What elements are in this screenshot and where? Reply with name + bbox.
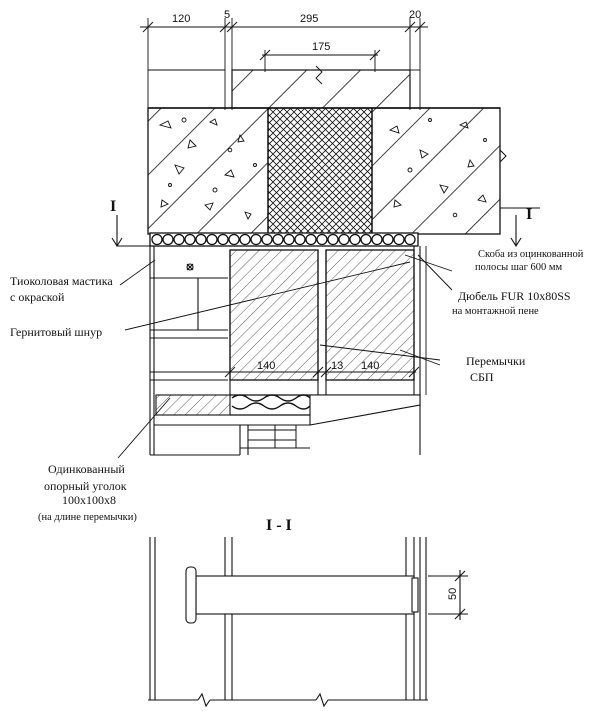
label-lintels-line1: Перемычки xyxy=(466,354,526,368)
label-cord: Гернитовый шнур xyxy=(10,325,102,339)
cord-circle xyxy=(305,233,317,246)
label-dowel-line1: Дюбель FUR 10x80SS xyxy=(458,289,571,303)
support-angle xyxy=(154,394,421,455)
label-angle-line4: (на длине перемычки) xyxy=(38,512,137,523)
cord-circle xyxy=(327,233,339,246)
label-dowel-line2: на монтажной пене xyxy=(452,306,539,317)
lintel-dimension-line xyxy=(224,366,420,378)
label-angle: Одинкованный опорный уголок 100x100x8 (н… xyxy=(38,462,137,523)
label-angle-line3: 100x100x8 xyxy=(62,493,116,507)
label-sealant: Тиоколовая мастика с окраской xyxy=(10,274,113,304)
cord-circle xyxy=(371,233,383,246)
label-lintels: Перемычки СБП xyxy=(466,354,526,384)
dim-120: 120 xyxy=(172,13,190,25)
label-dowel: Дюбель FUR 10x80SS на монтажной пене xyxy=(452,289,571,317)
cord-circle xyxy=(228,233,240,246)
inner-dimension-line xyxy=(259,49,381,72)
section-mark-right: I xyxy=(526,206,532,223)
concrete-aggregate xyxy=(158,117,487,220)
section-view xyxy=(148,537,468,708)
section-arrow-left xyxy=(111,215,150,248)
cord-circle xyxy=(338,233,350,246)
cord-circle xyxy=(404,233,416,246)
cord-circle xyxy=(195,233,207,246)
upper-wall-brick xyxy=(148,65,420,109)
dim-140-right: 140 xyxy=(361,360,379,372)
section-title: I - I xyxy=(266,517,292,534)
label-sealant-line1: Тиоколовая мастика xyxy=(10,274,113,288)
cord-circle xyxy=(261,233,273,246)
concrete-band xyxy=(147,107,540,235)
section-mark-left: I xyxy=(110,198,116,215)
insulation-core xyxy=(267,107,373,235)
label-bracket: Скоба из оцинкованной полосы шаг 600 мм xyxy=(475,249,584,273)
label-bracket-line1: Скоба из оцинкованной xyxy=(478,249,584,260)
dim-50: 50 xyxy=(447,588,459,600)
cord-circle xyxy=(173,233,185,246)
dim-5: 5 xyxy=(224,9,230,21)
cord-circle xyxy=(393,233,405,246)
cord-circle xyxy=(184,233,196,246)
cord-circle xyxy=(250,233,262,246)
lintel-blocks xyxy=(229,246,427,455)
label-bracket-line2: полосы шаг 600 мм xyxy=(475,262,563,273)
dim-175: 175 xyxy=(312,41,330,53)
section-arrow-right xyxy=(510,215,522,248)
cord-circle xyxy=(382,233,394,246)
label-lintels-line2: СБП xyxy=(470,370,494,384)
gernite-cord-strip xyxy=(149,232,419,247)
dim-140-left: 140 xyxy=(257,360,275,372)
cord-circle xyxy=(206,233,218,246)
cord-circle xyxy=(272,233,284,246)
dim-13: 13 xyxy=(331,360,343,372)
cord-circle xyxy=(151,233,163,246)
cord-circle xyxy=(162,233,174,246)
cord-circle xyxy=(349,233,361,246)
window-frame xyxy=(149,246,240,456)
cord-circle xyxy=(283,233,295,246)
top-dimension-line xyxy=(140,18,428,110)
leader-lines xyxy=(117,254,453,459)
cord-circle xyxy=(217,233,229,246)
cord-circle xyxy=(316,233,328,246)
label-sealant-line2: с окраской xyxy=(10,290,65,304)
cord-circle xyxy=(239,233,251,246)
dim-295: 295 xyxy=(300,13,318,25)
cord-circle xyxy=(360,233,372,246)
label-angle-line2: опорный уголок xyxy=(44,479,127,493)
cord-circle xyxy=(294,233,306,246)
label-angle-line1: Одинкованный xyxy=(48,462,125,476)
dim-20: 20 xyxy=(409,9,421,21)
